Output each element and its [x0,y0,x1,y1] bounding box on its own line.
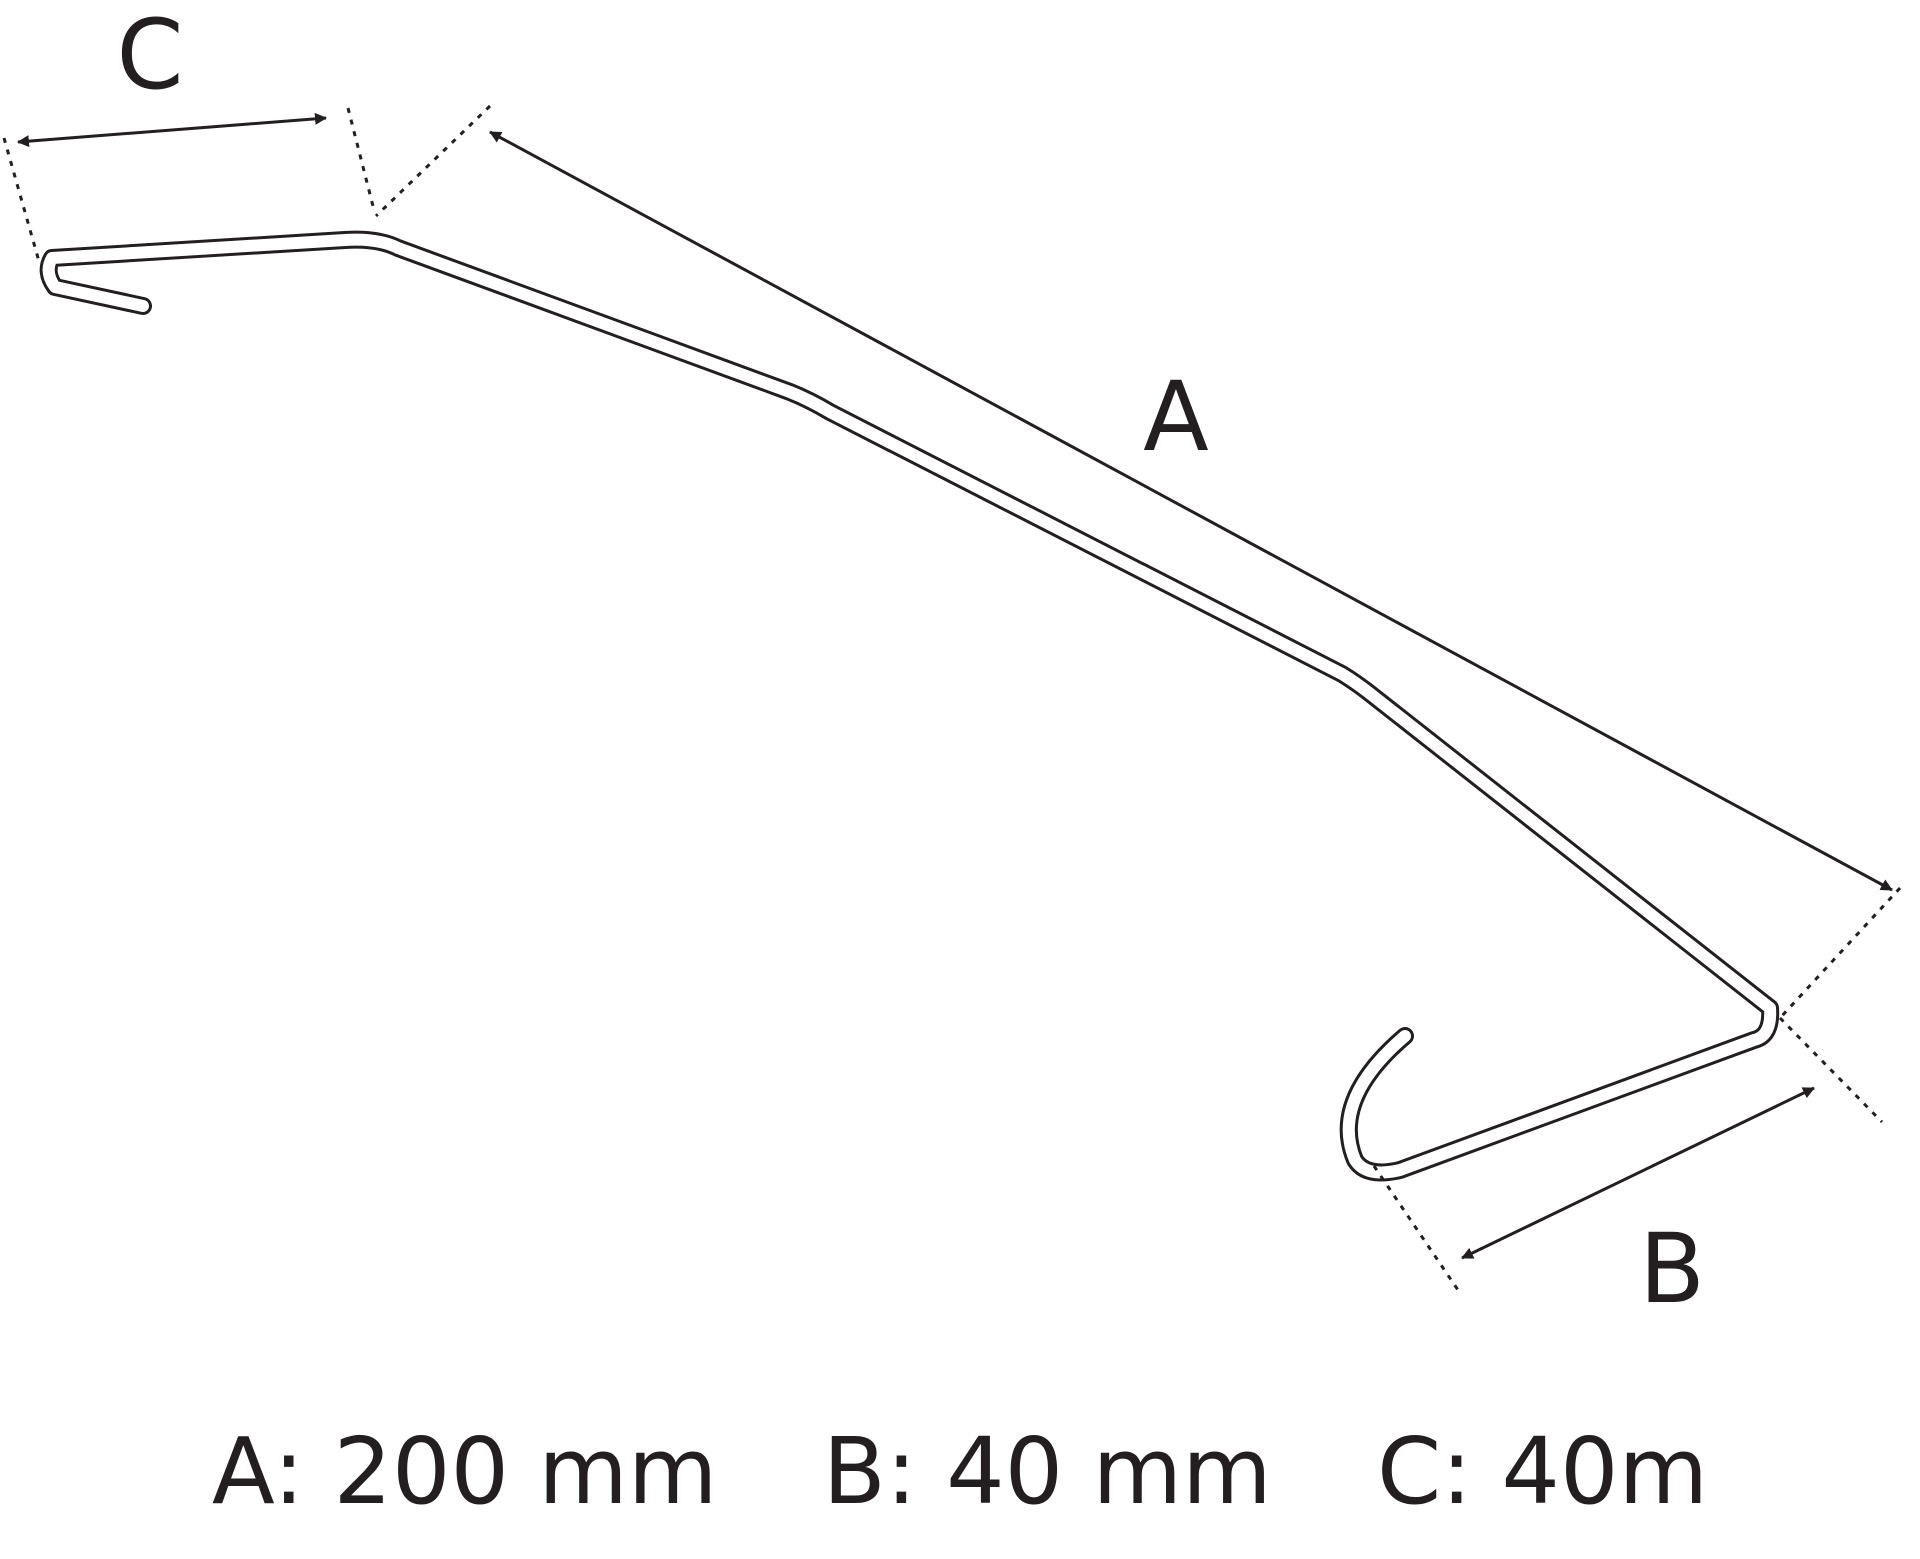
caption-dimension-c: C: 40m [1376,1418,1709,1525]
dimension-arrow-b [1461,1086,1815,1260]
hook-wire [39,230,1780,1182]
caption-dimension-a: A: 200 mm [211,1418,718,1525]
dimensions-caption: A: 200 mm B: 40 mm C: 40m [0,1418,1920,1525]
extension-lines [2,104,1902,1291]
extension-line-b-left [1372,1165,1460,1291]
dimension-arrows [17,112,1893,1260]
caption-dimension-b: B: 40 mm [822,1418,1272,1525]
dimension-arrow-c [17,112,327,148]
dimension-arrow-a [489,130,1893,892]
extension-line-c-left [2,137,42,266]
extension-line-b-right [1778,1016,1884,1124]
extension-line-a-bottom [1778,886,1902,1020]
dimension-label-b: B [1639,1213,1705,1325]
dimension-label-c: C [116,0,183,111]
dimension-label-a: A [1143,361,1209,473]
extension-line-c-right [346,107,376,211]
extension-line-a-top [374,104,492,218]
